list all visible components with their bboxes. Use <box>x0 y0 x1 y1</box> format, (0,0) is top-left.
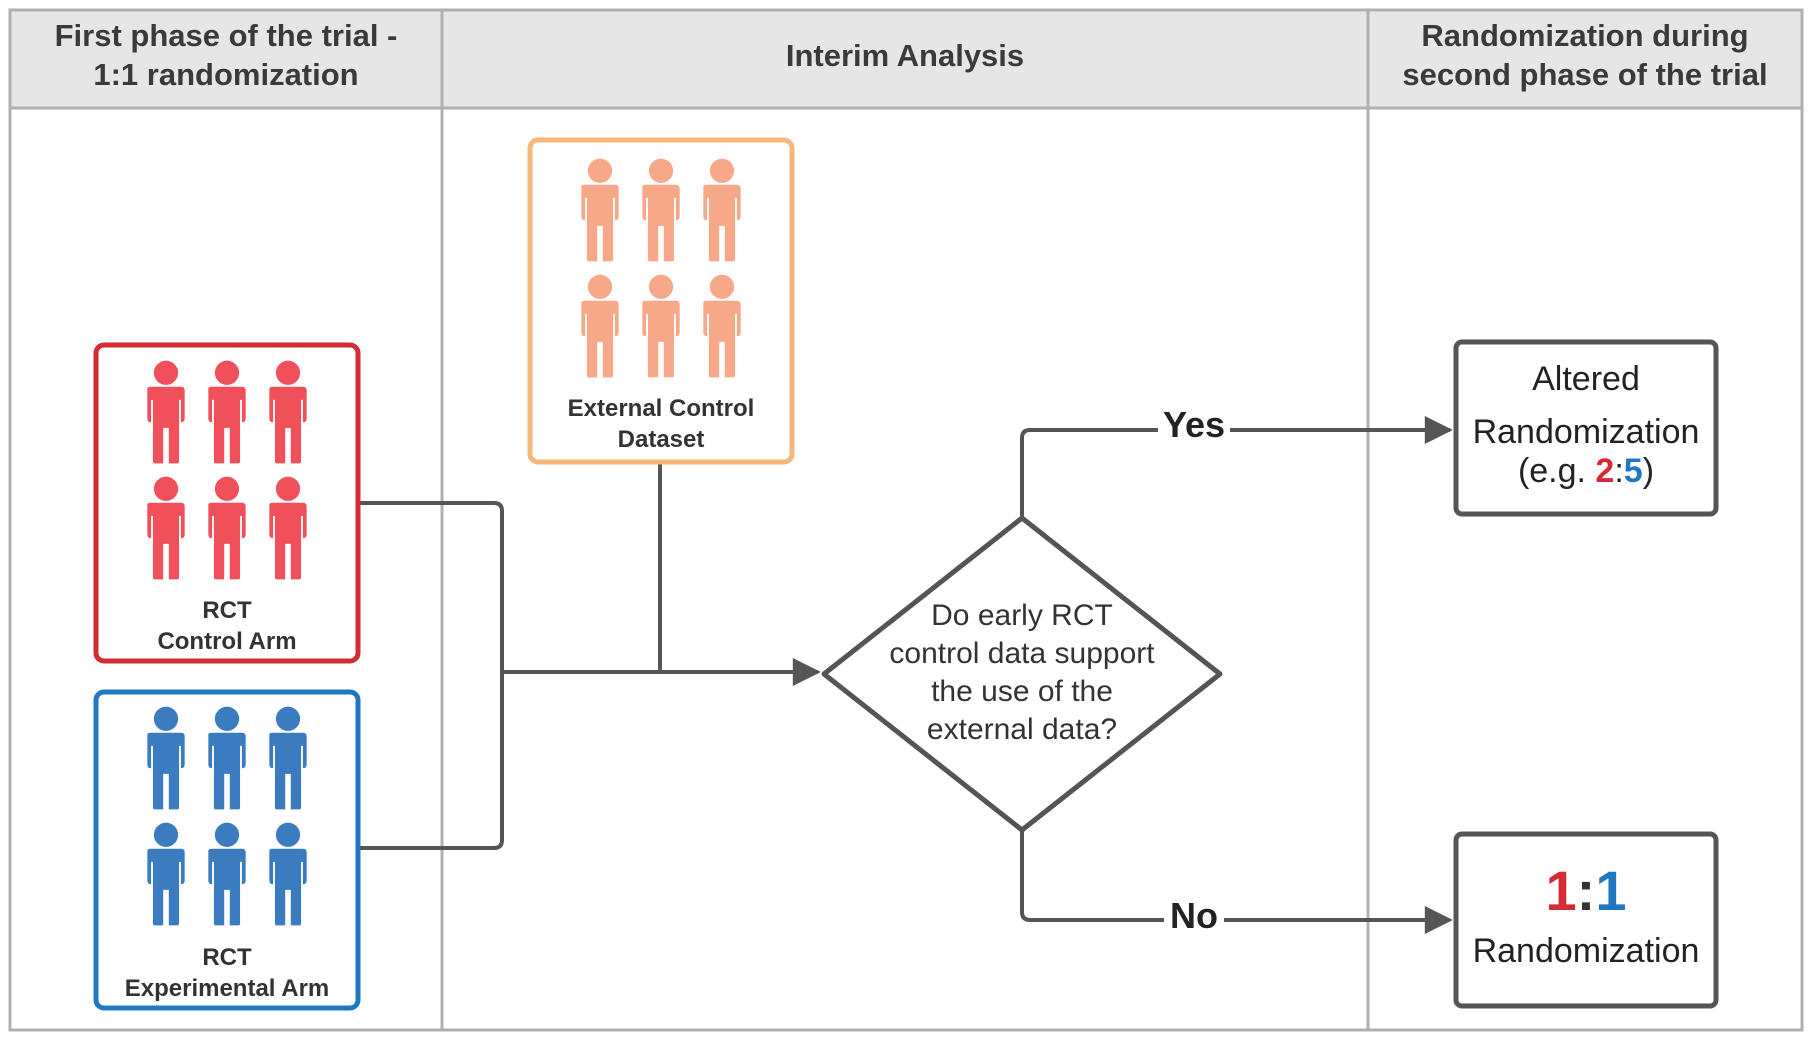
altered-example-suffix: ) <box>1643 452 1654 490</box>
altered-line2: Randomization <box>1473 413 1700 451</box>
altered-example-prefix: (e.g. <box>1518 452 1595 490</box>
equal-randomization-box <box>1453 831 1719 1009</box>
experimental-label-line1: RCT <box>202 944 252 971</box>
header-phase2-line2: second phase of the trial <box>1402 57 1767 92</box>
altered-blue-number: 5 <box>1624 452 1643 490</box>
decision-line1: Do early RCT <box>931 599 1113 632</box>
header-band <box>8 8 1804 110</box>
equal-colon: : <box>1577 859 1596 922</box>
equal-blue-number: 1 <box>1595 859 1626 922</box>
external-label-line1: External Control <box>568 395 755 422</box>
header-phase1-line2: 1:1 randomization <box>93 57 358 92</box>
decision-line3: the use of the <box>931 675 1113 708</box>
control-label-line1: RCT <box>202 597 252 624</box>
branch-no-label: No <box>1170 895 1218 936</box>
connector-control <box>360 501 504 850</box>
altered-randomization-box <box>1453 339 1719 517</box>
altered-example: (e.g. 2:5) <box>1518 452 1654 490</box>
header-phase1-line1: First phase of the trial - <box>55 18 398 53</box>
connector-yes <box>1020 416 1453 516</box>
branch-yes-label: Yes <box>1163 404 1225 445</box>
yes-label-bg <box>1158 402 1230 448</box>
decision-line2: control data support <box>889 637 1155 670</box>
decision-line4: external data? <box>927 713 1117 746</box>
equal-ratio: 1:1 <box>1546 859 1627 922</box>
altered-red-number: 2 <box>1595 452 1614 490</box>
header-interim: Interim Analysis <box>786 38 1024 73</box>
altered-line1: Altered <box>1532 360 1640 398</box>
no-label-bg <box>1164 893 1224 939</box>
altered-colon: : <box>1614 452 1623 490</box>
header-phase2-line1: Randomization during <box>1421 18 1748 53</box>
experimental-label-line2: Experimental Arm <box>125 975 330 1002</box>
external-label-line2: Dataset <box>618 426 705 453</box>
connector-no <box>1020 830 1453 934</box>
decision-diamond <box>821 515 1223 833</box>
equal-red-number: 1 <box>1546 859 1577 922</box>
equal-label: Randomization <box>1473 932 1700 970</box>
control-label-line2: Control Arm <box>157 628 296 655</box>
